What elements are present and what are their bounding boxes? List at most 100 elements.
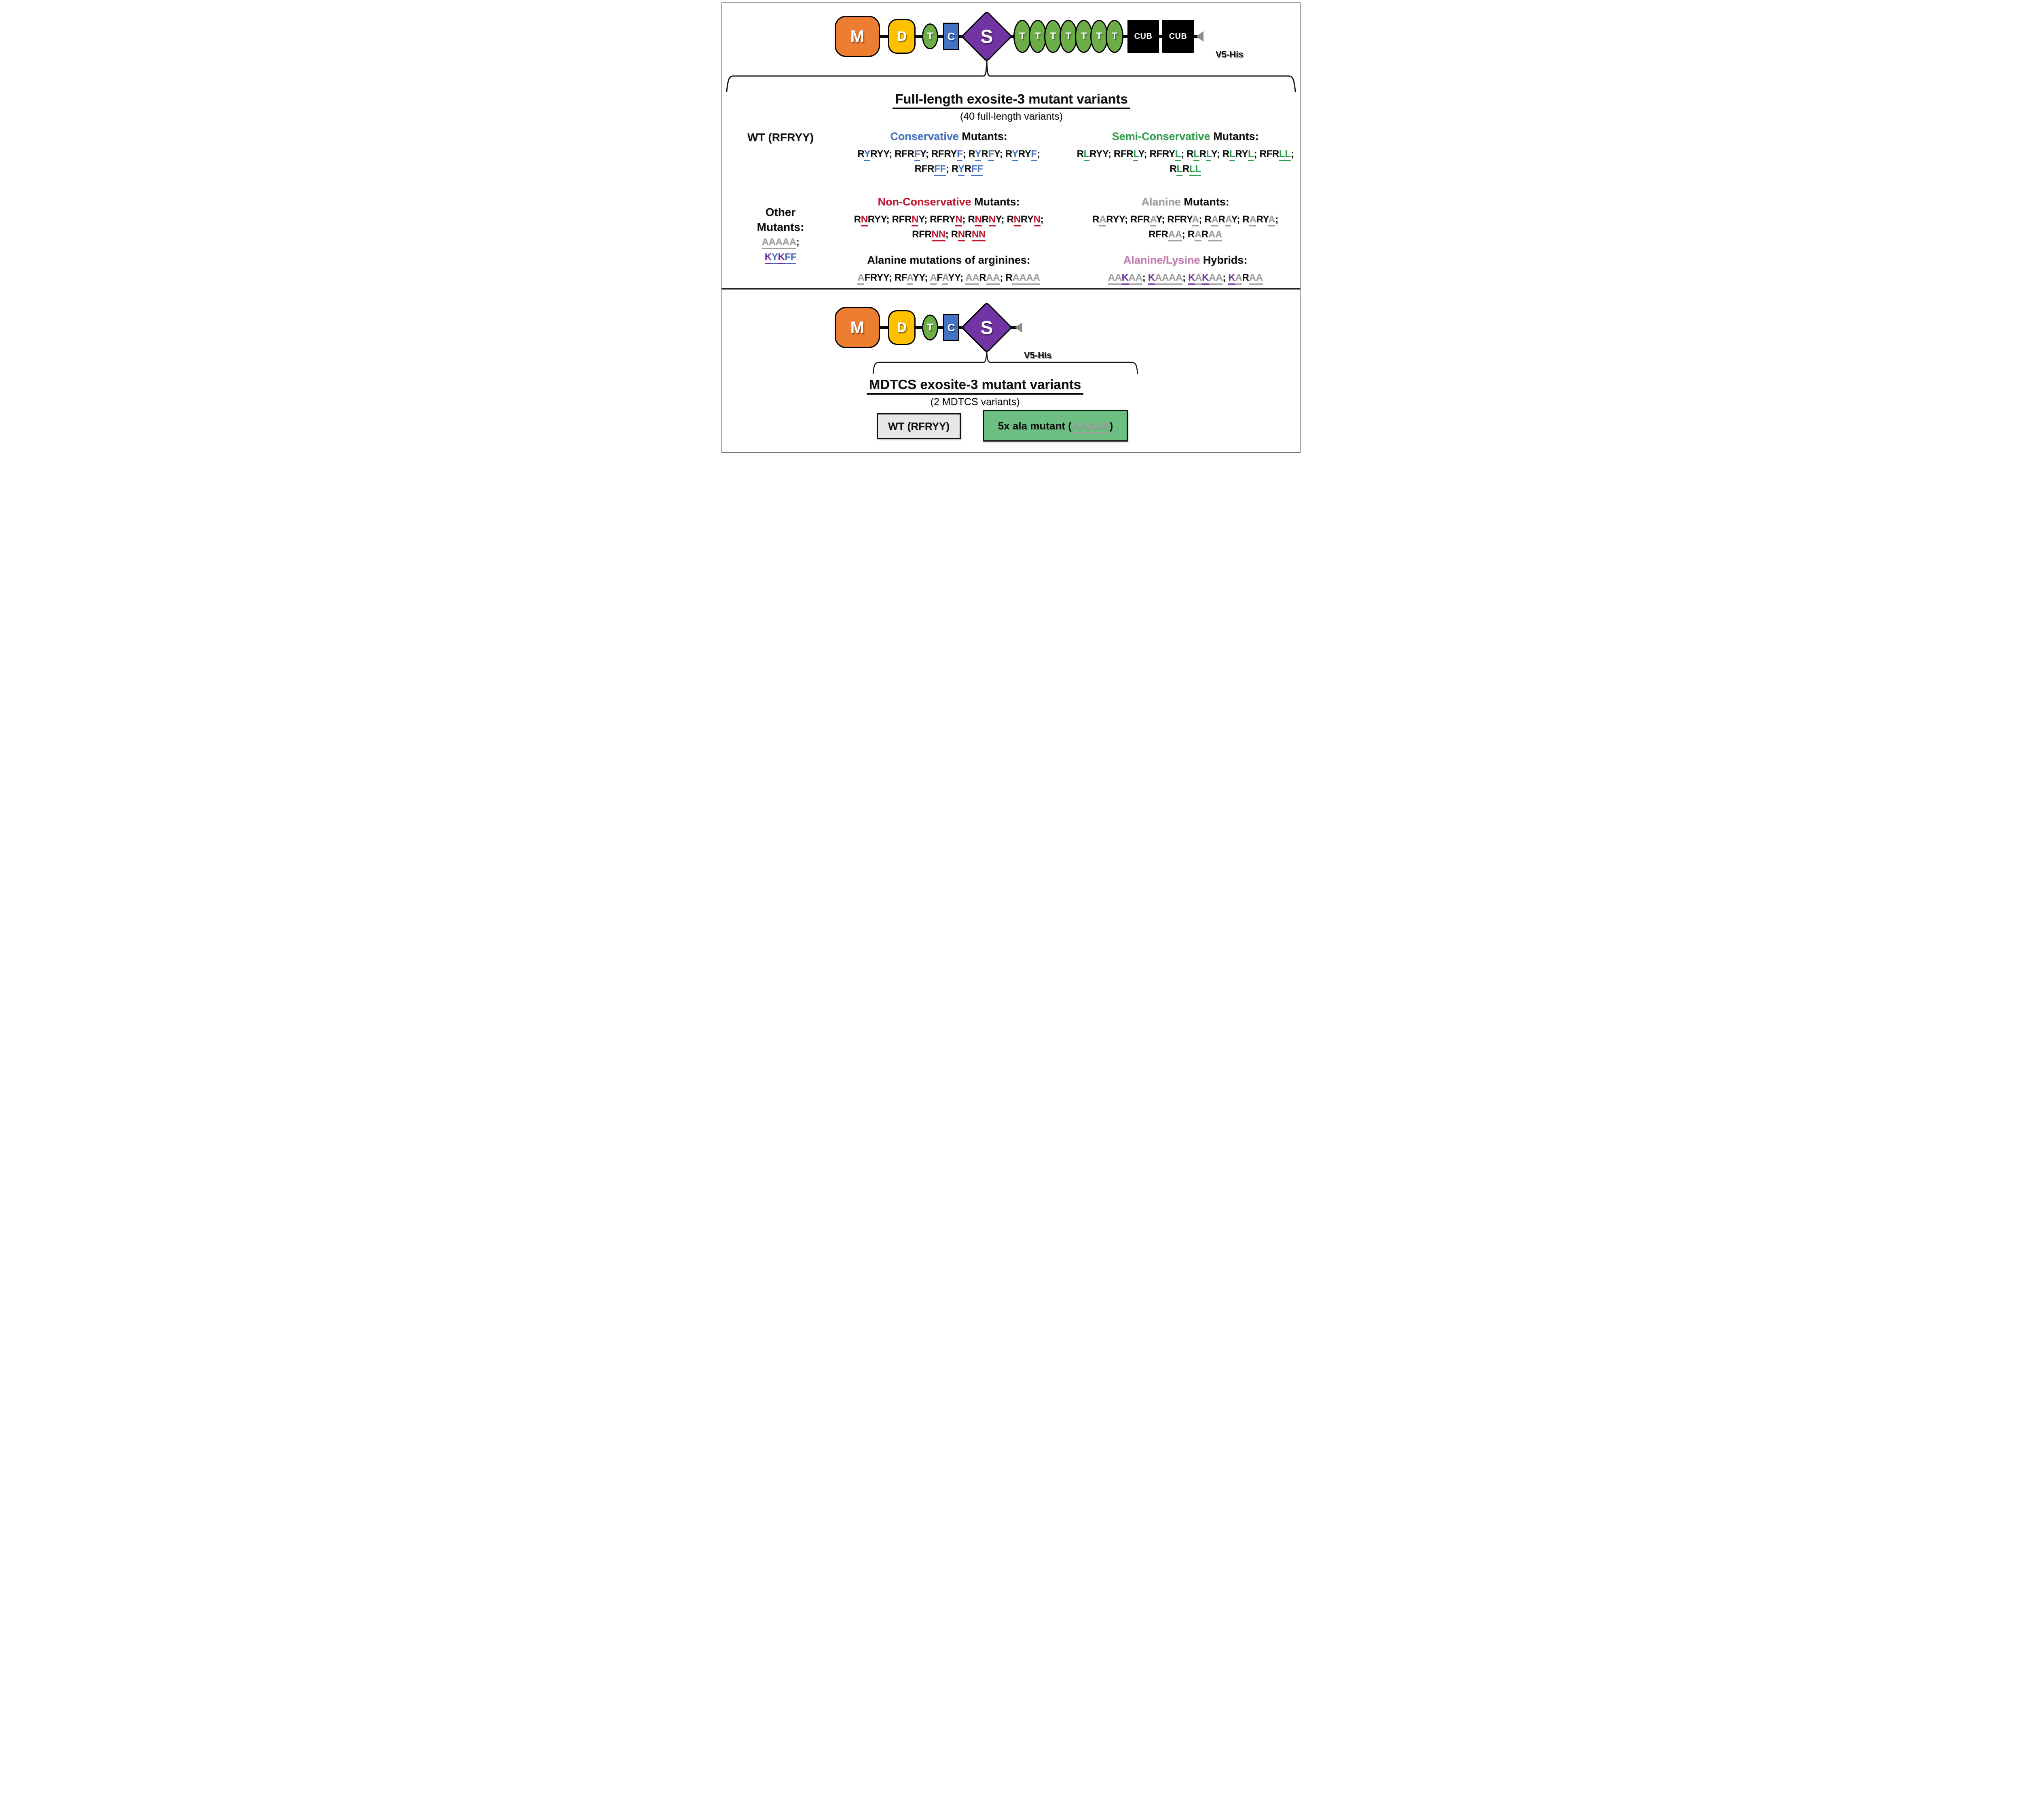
mutant-residue: F [957, 148, 963, 161]
mutant-residue: A [942, 272, 948, 285]
mutant-residue: LL [1189, 163, 1201, 176]
mdtcs-section-title: MDTCS exosite-3 mutant variants [835, 377, 1115, 395]
semi-conservative-line-2: RLRLL [1071, 161, 1300, 176]
mutant-residue: F [1031, 148, 1037, 161]
alanine-line-1: RARYY; RFRAY; RFRYA; RARAY; RARYA; [1071, 212, 1300, 227]
alanine-lysine-line-1: AAKAA; KAAAA; KAKAA; KARAA [1071, 270, 1300, 285]
domain-c: C [943, 23, 959, 50]
residue-text: Mutants: [958, 130, 1007, 142]
residue-text: ; [1182, 272, 1188, 283]
mutant-residue: AA [1208, 229, 1222, 241]
mutant-residue: A [1192, 214, 1199, 226]
residue-text: ; [1290, 148, 1294, 159]
domain-label: M [850, 27, 865, 46]
residue-text: Y; RFRY [1138, 148, 1175, 159]
residue-text: ; R [962, 148, 975, 159]
domain-label: T [1050, 31, 1056, 42]
semi-conservative-line-1: RLRYY; RFRLY; RFRYL; RLRLY; RLRYL; RFRLL… [1071, 146, 1300, 161]
mutant-residue: L [1206, 148, 1211, 161]
residue-text: RYY; RFR [1106, 214, 1150, 225]
residue-text: RFR [912, 229, 932, 240]
mutant-residue: AAAA [1012, 272, 1040, 285]
wt-variant-box: WT (RFRYY) [877, 413, 961, 439]
domain-label: C [947, 321, 955, 334]
domain-s: S [961, 11, 1013, 62]
residue-text: Y; RFRY [918, 214, 956, 225]
mutant-residue: K [1188, 272, 1195, 285]
residue-text: Y; RFRY [1156, 214, 1192, 225]
mutant-residue: FF [971, 163, 983, 176]
mutant-residue: LL [1279, 148, 1291, 161]
alanine-line-2: RFRAA; RARAA [1071, 227, 1300, 242]
residue-text: Mutants: [1210, 130, 1259, 142]
residue-text: Alanine mutations of arginines: [867, 254, 1030, 266]
semi-conservative-heading: Semi-Conservative Mutants: [1071, 130, 1300, 143]
domain-c: C [943, 314, 959, 341]
domain-t: T [1090, 20, 1108, 53]
residue-text: RFR [914, 163, 935, 174]
residue-text: Y; RFRY [920, 148, 957, 159]
residue-text: ; R [1182, 229, 1195, 240]
residue-text: R [1092, 214, 1100, 225]
domain-label: T [1111, 31, 1118, 42]
mutant-residue: N [958, 229, 965, 241]
mutant-residue: K [1121, 272, 1129, 285]
alanine-arginine-line-1: AFRYY; RFAYY; AFAYY; AARAA; RAAAA [831, 270, 1066, 285]
residue-text: RY [1018, 148, 1031, 159]
alanine-mutants-group: Alanine Mutants: RARYY; RFRAY; RFRYA; RA… [1071, 196, 1300, 242]
mutant-residue: L [1083, 148, 1089, 161]
residue-text: F [937, 272, 942, 283]
residue-text: ; [1036, 148, 1040, 159]
mutant-residue: L [1193, 148, 1199, 161]
domain-label: D [897, 320, 907, 335]
non-conservative-heading: Non-Conservative Mutants: [831, 196, 1066, 208]
mutant-residue: AAAAA [1071, 419, 1110, 433]
residue-text: R [981, 214, 989, 225]
domain-label: T [927, 31, 933, 42]
mutant-residue: AA [986, 272, 1000, 285]
mutant-residue: L [1229, 148, 1235, 161]
residue-text: Y; R [1231, 214, 1250, 225]
domain-t: T [1106, 20, 1123, 53]
ala-mutant-variant-box: 5x ala mutant (AAAAA) [983, 410, 1128, 442]
mutant-residue: AAAAA [761, 237, 796, 249]
ala-mutant-box-label: 5x ala mutant (AAAAA) [998, 419, 1113, 433]
mutant-residue: A [1150, 214, 1156, 226]
mutant-residue: A [930, 272, 937, 285]
residue-text: ; R [945, 163, 958, 174]
residue-text: R [1182, 163, 1189, 174]
v5-his-label-top: V5-His [1216, 49, 1244, 59]
residue-text: R [1201, 229, 1208, 240]
residue-text: ; [1275, 214, 1278, 225]
residue-text: 5x ala mutant ( [998, 419, 1072, 432]
mutant-residue: Y [771, 252, 778, 264]
mutant-residue: K [1148, 272, 1155, 285]
residue-text: RYY; RFR [870, 148, 914, 159]
residue-text: R [1242, 272, 1249, 283]
alanine-lysine-hybrids-group: Alanine/Lysine Hybrids: AAKAA; KAAAA; KA… [1071, 254, 1300, 285]
mutant-residue: AAAA [1155, 272, 1182, 285]
residue-text: ; R [1199, 214, 1212, 225]
residue-text: Y; R [994, 148, 1012, 159]
alanine-heading: Alanine Mutants: [1071, 196, 1300, 208]
mdtcs-section-subtitle: (2 MDTCS variants) [930, 396, 1020, 408]
domain-label: S [980, 317, 993, 338]
residue-text: R [1170, 163, 1177, 174]
domain-label: T [1019, 31, 1026, 42]
v5-tag-arrow-icon [1015, 322, 1022, 333]
domain-m: M [835, 307, 880, 348]
residue-text: ) [1109, 419, 1113, 432]
wt-label: WT (RFRYY) [747, 131, 814, 144]
mutant-residue: N [955, 214, 962, 226]
mutant-residue: Conservative [890, 130, 959, 142]
domain-label: S [980, 26, 993, 47]
residue-text: RFR [1148, 229, 1168, 240]
mutant-residue: A [857, 272, 865, 285]
residue-text: ; [796, 237, 799, 247]
mutant-residue: FF [785, 252, 797, 264]
mutant-residue: A [906, 272, 913, 285]
residue-text: FRYY; RF [864, 272, 907, 283]
